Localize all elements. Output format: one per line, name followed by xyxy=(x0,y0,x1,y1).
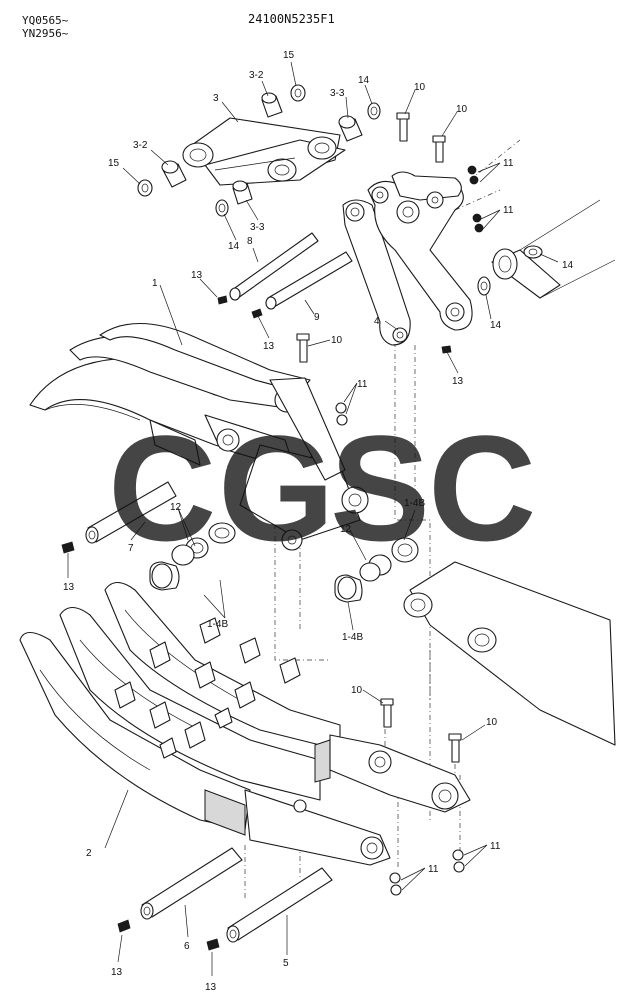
watermark-letter-4: C xyxy=(428,404,536,572)
callout-7: 7 xyxy=(128,543,134,554)
bushing-3-3-lower xyxy=(232,180,253,205)
serial-range: YQ0565~ YN2956~ xyxy=(22,14,68,40)
side-link-assembly xyxy=(342,171,616,346)
shim-14-right-upper xyxy=(523,245,543,259)
bushing-3-2-lower xyxy=(161,160,187,188)
callout-13-side-link: 13 xyxy=(452,376,464,387)
pin-6 xyxy=(140,847,243,920)
serial-line-1: YQ0565~ xyxy=(22,14,69,27)
shim-14-right-lower xyxy=(477,276,491,296)
watermark-letter-3: S xyxy=(330,404,430,572)
serial-line-2: YN2956~ xyxy=(22,27,69,40)
shim-14-lower xyxy=(215,199,229,217)
lower-rake xyxy=(19,581,471,866)
watermark-logo: C G S C xyxy=(108,404,536,572)
arm-end xyxy=(403,561,616,746)
shim-15-upper xyxy=(290,84,306,102)
callout-1-4B-left: 1-4B xyxy=(207,619,228,630)
callout-13-pin-9: 13 xyxy=(263,341,275,352)
nuts xyxy=(335,165,484,896)
leader-lines xyxy=(67,61,559,976)
callout-1-4B-right-upper: 1-4B xyxy=(404,498,425,509)
shim-14-upper xyxy=(367,102,381,120)
pin-8 xyxy=(229,232,319,301)
callout-11-top-lower: 11 xyxy=(503,205,514,216)
callout-11-top-upper: 11 xyxy=(503,158,514,169)
callout-15-lower: 15 xyxy=(108,158,120,169)
callout-15-upper: 15 xyxy=(283,50,295,61)
callout-3: 3 xyxy=(213,93,219,104)
callout-1-4B-right-lower: 1-4B xyxy=(342,632,363,643)
callout-10-lower-left: 10 xyxy=(351,685,363,696)
watermark-letter-1: C xyxy=(108,404,216,572)
callout-11-lower-right: 11 xyxy=(490,841,501,852)
drawing-number: 24100N5235F1 xyxy=(248,12,335,26)
pin-9 xyxy=(265,251,353,310)
callout-3-2-upper: 3-2 xyxy=(249,70,264,81)
bushing-3-2-upper xyxy=(261,92,283,118)
bushing-set-left xyxy=(149,522,236,591)
bushing-3-3-upper xyxy=(338,115,363,142)
callout-8: 8 xyxy=(247,236,253,247)
callout-10-mid: 10 xyxy=(331,335,343,346)
callout-13-pin-6: 13 xyxy=(111,967,123,978)
callout-13-pin-5: 13 xyxy=(205,982,217,993)
callout-10-top-left: 10 xyxy=(414,82,426,93)
callout-5: 5 xyxy=(283,958,289,969)
grease-fittings xyxy=(61,295,452,951)
callout-labels: 3 3-2 3-2 15 3-3 14 15 3-3 14 8 10 10 11… xyxy=(63,50,574,993)
callout-14-upper: 14 xyxy=(358,75,370,86)
shim-15-lower xyxy=(137,179,153,197)
callout-14-right-upper: 14 xyxy=(562,260,574,271)
callout-10-lower-right: 10 xyxy=(486,717,498,728)
callout-12-left: 12 xyxy=(170,502,182,513)
callout-9: 9 xyxy=(314,312,320,323)
callout-4: 4 xyxy=(374,316,380,327)
callout-2: 2 xyxy=(86,848,92,859)
bushing-set-right xyxy=(334,537,419,603)
top-link-assembly xyxy=(137,84,381,217)
callout-10-top-right: 10 xyxy=(456,104,468,115)
upper-rake xyxy=(29,322,369,551)
callout-1: 1 xyxy=(152,278,158,289)
callout-6: 6 xyxy=(184,941,190,952)
callout-14-lower: 14 xyxy=(228,241,240,252)
callout-13-pin-8: 13 xyxy=(191,270,203,281)
watermark-letter-2: G xyxy=(218,404,335,572)
callout-3-3-lower: 3-3 xyxy=(250,222,265,233)
callout-12-right: 12 xyxy=(340,524,352,535)
callout-13-pin-7: 13 xyxy=(63,582,75,593)
pin-5 xyxy=(226,867,333,943)
callout-11-lower-left: 11 xyxy=(428,864,439,875)
callout-3-2-lower: 3-2 xyxy=(133,140,148,151)
assembly-guide-lines xyxy=(244,139,521,900)
bolts xyxy=(296,112,462,763)
callout-11-mid: 11 xyxy=(357,379,368,390)
callout-3-3-upper: 3-3 xyxy=(330,88,345,99)
pin-7 xyxy=(85,481,177,544)
callout-14-right-lower: 14 xyxy=(490,320,502,331)
